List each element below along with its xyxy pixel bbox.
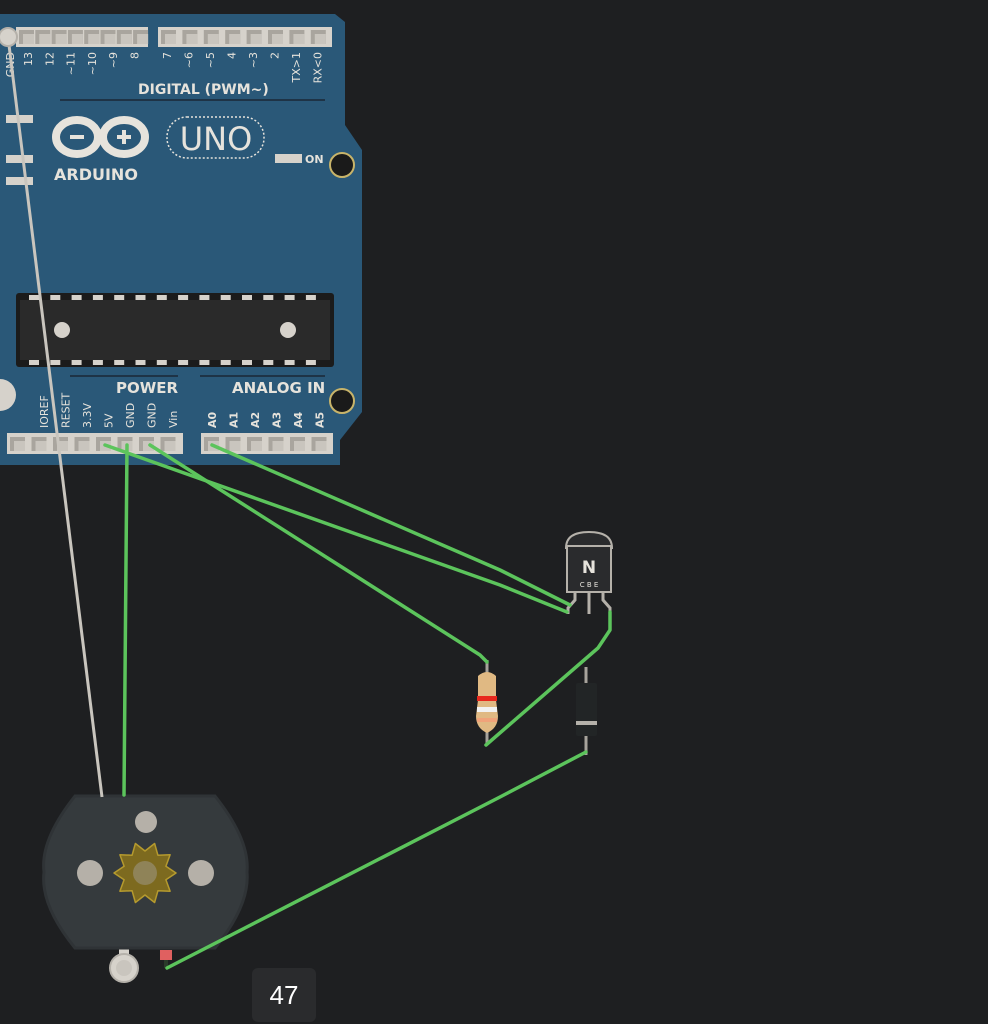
header-pin-socket bbox=[251, 441, 262, 451]
header-pin-socket bbox=[293, 34, 305, 44]
wire-gnd-to-resistor[interactable] bbox=[148, 443, 489, 664]
power-pin-label: GND bbox=[146, 403, 159, 428]
wire-5v-to-transistor[interactable] bbox=[103, 443, 569, 614]
dc-motor[interactable] bbox=[42, 794, 249, 983]
header-pin-socket bbox=[71, 34, 83, 44]
analog-pin-label: A0 bbox=[206, 411, 219, 428]
arduino-model: UNO bbox=[180, 120, 253, 158]
mounting-hole bbox=[329, 152, 355, 178]
header-pin-socket bbox=[23, 34, 34, 44]
header-pin-socket bbox=[35, 441, 47, 451]
wire-a0-to-transistor[interactable] bbox=[210, 443, 572, 607]
power-header-label: POWER bbox=[116, 379, 179, 397]
header-pin-socket bbox=[57, 441, 68, 451]
wire-resistor-to-emitter[interactable] bbox=[484, 610, 612, 747]
header-pin-socket bbox=[104, 34, 116, 44]
power-pin-label: 3.3V bbox=[81, 403, 94, 428]
header-pin-socket bbox=[250, 34, 262, 44]
header-pin-socket bbox=[55, 34, 67, 44]
digital-pin-label: TX>1 bbox=[290, 52, 303, 83]
digital-pin-label: RX<0 bbox=[312, 52, 325, 83]
power-pin-label: RESET bbox=[60, 392, 73, 428]
digital-pin-label: ~10 bbox=[86, 52, 99, 75]
digital-pin-label: 12 bbox=[43, 52, 56, 66]
header-pin-socket bbox=[229, 441, 241, 451]
digital-pin-label: ~9 bbox=[107, 52, 120, 68]
analog-header-label: ANALOG IN bbox=[232, 379, 325, 397]
wire-endpoint[interactable] bbox=[0, 27, 18, 47]
header-pin-socket bbox=[39, 34, 51, 44]
header-pin-socket bbox=[314, 34, 326, 44]
mounting-hole bbox=[329, 388, 355, 414]
on-led bbox=[275, 154, 302, 163]
diode-cathode-band bbox=[576, 721, 597, 725]
digital-header-label: DIGITAL (PWM~) bbox=[138, 82, 269, 98]
motor-terminal[interactable] bbox=[160, 950, 172, 960]
header-pin-socket bbox=[165, 34, 176, 44]
digital-pin-label: 4 bbox=[226, 52, 239, 59]
header-pin-socket bbox=[14, 441, 25, 451]
header-pin-socket bbox=[294, 441, 305, 451]
wire-diode-to-motor[interactable] bbox=[165, 750, 588, 970]
analog-pin-label: A4 bbox=[292, 411, 305, 428]
digital-pin-label: 13 bbox=[22, 52, 35, 66]
reset-button[interactable] bbox=[0, 379, 16, 411]
header-pin-socket bbox=[207, 34, 219, 44]
on-label: ON bbox=[305, 153, 324, 166]
wire-gnd-to-motor-gray[interactable] bbox=[6, 36, 104, 798]
arduino-brand: ARDUINO bbox=[54, 165, 138, 184]
digital-pin-label: 2 bbox=[269, 52, 282, 59]
digital-pin-label: 7 bbox=[161, 52, 174, 59]
transistor-type-label: N bbox=[582, 558, 596, 578]
header-pin-socket bbox=[164, 441, 176, 451]
resistor[interactable] bbox=[476, 660, 498, 745]
power-pin-label: 5V bbox=[103, 413, 116, 428]
digital-pin-label: ~11 bbox=[65, 52, 78, 75]
analog-pin-label: A1 bbox=[228, 412, 241, 428]
power-pin-label: Vin bbox=[167, 411, 180, 428]
header-pin-socket bbox=[229, 34, 241, 44]
value-readout: 47 bbox=[252, 968, 316, 1022]
digital-pin-label: ~3 bbox=[247, 52, 260, 68]
analog-pin-label: A5 bbox=[314, 412, 327, 428]
header-pin-socket bbox=[137, 34, 149, 44]
microcontroller-chip bbox=[16, 293, 334, 367]
header-pin-socket bbox=[272, 441, 284, 451]
header-pin-socket bbox=[143, 441, 154, 451]
header-pin-socket bbox=[315, 441, 327, 451]
power-pin-label: IOREF bbox=[38, 395, 51, 428]
header-pin-socket bbox=[272, 34, 283, 44]
header-pin-socket bbox=[78, 441, 90, 451]
npn-transistor[interactable]: N C B E bbox=[564, 530, 614, 614]
power-pin-label: GND bbox=[124, 403, 137, 428]
header-pin-socket bbox=[120, 34, 132, 44]
analog-pin-label: A2 bbox=[249, 412, 262, 428]
analog-pin-label: A3 bbox=[271, 412, 284, 428]
header-pin-socket bbox=[186, 34, 198, 44]
digital-pin-label: ~5 bbox=[204, 52, 217, 68]
digital-pin-label: ~6 bbox=[183, 52, 196, 68]
arduino-uno-board[interactable]: GND 13 12 ~11 ~10 ~9 8 7 ~6 ~5 4 ~3 2 TX>1 RX<0 DIGITA… bbox=[0, 14, 362, 465]
header-pin-socket bbox=[88, 34, 100, 44]
wire-gnd-to-motor[interactable] bbox=[122, 443, 129, 797]
digital-pin-label: 8 bbox=[129, 52, 142, 59]
transistor-pin-labels: C B E bbox=[580, 581, 599, 589]
arduino-logo: ARDUINO bbox=[52, 116, 149, 184]
diode[interactable] bbox=[576, 667, 597, 755]
digital-header-right bbox=[158, 27, 332, 47]
